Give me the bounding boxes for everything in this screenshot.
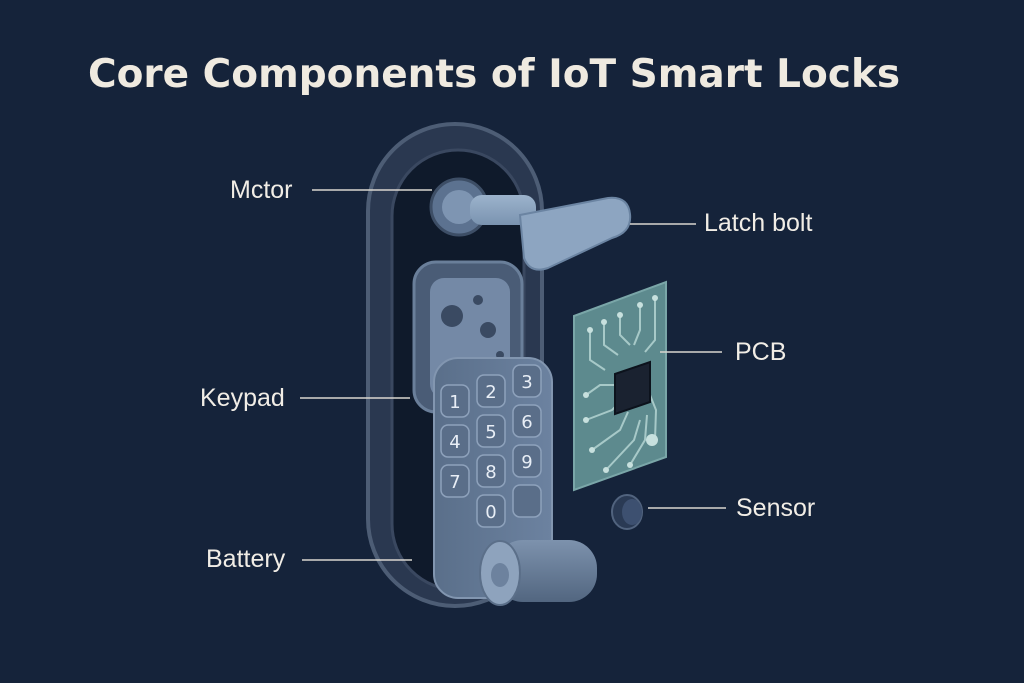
latch-bolt-handle <box>470 195 632 271</box>
key-label-7: 7 <box>449 472 460 493</box>
leader-lines <box>300 189 726 561</box>
key-label-6: 6 <box>521 412 532 433</box>
motor-label: Mctor <box>230 176 293 204</box>
diagram-title: Core Components of IoT Smart Locks <box>88 52 901 97</box>
key-label-4: 4 <box>449 432 460 453</box>
battery-label: Battery <box>206 545 286 573</box>
key-label-3: 3 <box>521 372 532 393</box>
key-label-9: 9 <box>521 452 532 473</box>
key-label-5: 5 <box>485 422 496 443</box>
pcb-icon <box>573 280 667 492</box>
key-label-2: 2 <box>485 382 496 403</box>
key-button-6 <box>512 404 542 438</box>
key-button-5 <box>476 414 506 448</box>
keypad-label: Keypad <box>200 384 285 412</box>
sensor-icon <box>611 494 643 530</box>
key-button-0 <box>476 494 506 528</box>
key-label-8: 8 <box>485 462 496 483</box>
key-button-9 <box>512 444 542 478</box>
key-button-2 <box>476 374 506 408</box>
key-label-0: 0 <box>485 502 496 523</box>
pcb-label: PCB <box>735 338 787 366</box>
key-button-7 <box>440 464 470 498</box>
latch-bolt-label: Latch bolt <box>704 209 813 237</box>
key-button-3 <box>512 364 542 398</box>
key-label-1: 1 <box>449 392 460 413</box>
key-button-blank <box>512 484 542 518</box>
key-button-8 <box>476 454 506 488</box>
key-button-1 <box>440 384 470 418</box>
sensor-label: Sensor <box>736 494 816 522</box>
keypad-keys: 1 2 3 4 5 6 7 8 9 0 <box>440 364 542 528</box>
battery-icon <box>479 540 597 606</box>
key-button-4 <box>440 424 470 458</box>
